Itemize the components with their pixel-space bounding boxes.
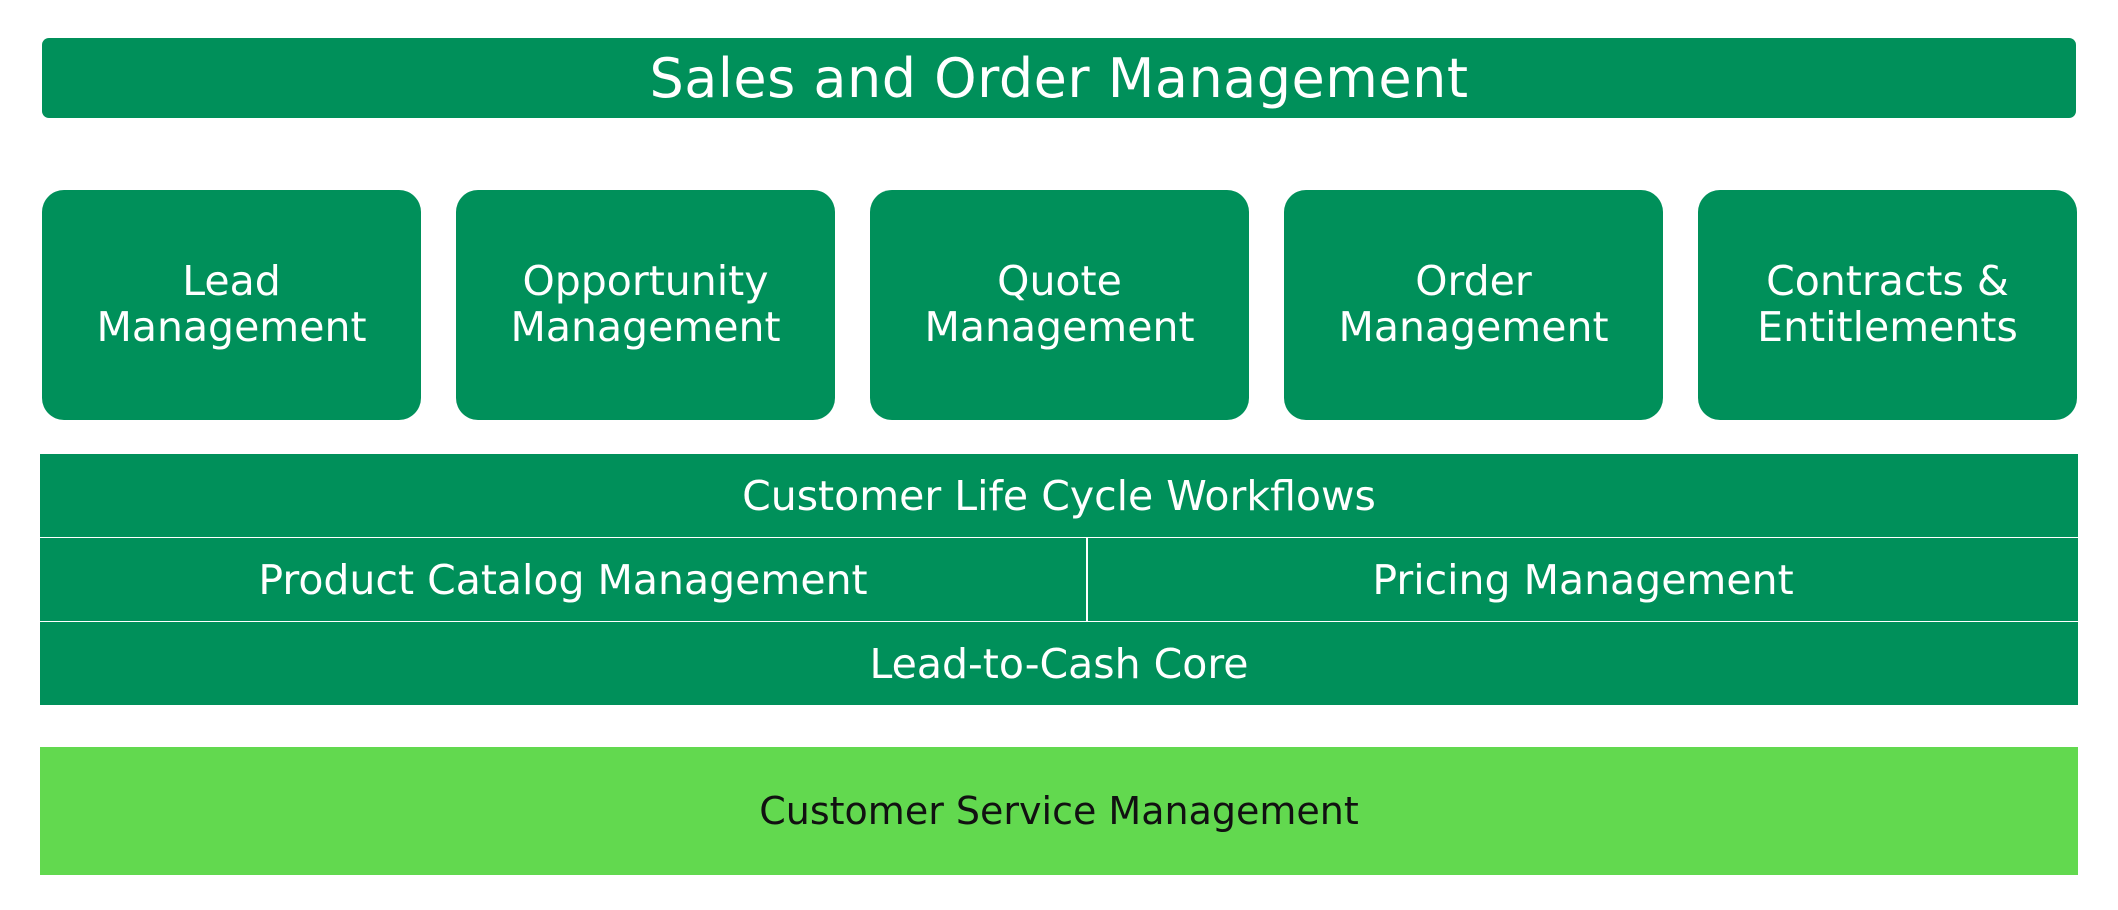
- layer-customer-life-cycle-workflows: Customer Life Cycle Workflows: [40, 454, 2078, 537]
- layer-label: Pricing Management: [1372, 555, 1794, 604]
- layer-label: Customer Life Cycle Workflows: [742, 471, 1376, 520]
- module-label: Lead Management: [96, 257, 367, 351]
- service-label: Customer Service Management: [759, 789, 1359, 833]
- module-contracts-entitlements: Contracts & Entitlements: [1698, 190, 2077, 420]
- module-label: Opportunity Management: [510, 257, 781, 351]
- layer-product-catalog-management: Product Catalog Management: [40, 538, 1086, 621]
- module-opportunity-management: Opportunity Management: [456, 190, 835, 420]
- title-bar: Sales and Order Management: [42, 38, 2076, 118]
- module-order-management: Order Management: [1284, 190, 1663, 420]
- module-label: Order Management: [1338, 257, 1609, 351]
- module-label: Quote Management: [924, 257, 1195, 351]
- layer-lead-to-cash-core: Lead-to-Cash Core: [40, 622, 2078, 705]
- module-lead-management: Lead Management: [42, 190, 421, 420]
- layer-label: Product Catalog Management: [258, 555, 868, 604]
- customer-service-management-bar: Customer Service Management: [40, 747, 2078, 875]
- layer-pricing-management: Pricing Management: [1088, 538, 2078, 621]
- module-quote-management: Quote Management: [870, 190, 1249, 420]
- title-text: Sales and Order Management: [649, 46, 1469, 110]
- module-label: Contracts & Entitlements: [1757, 257, 2018, 351]
- layer-label: Lead-to-Cash Core: [869, 639, 1249, 688]
